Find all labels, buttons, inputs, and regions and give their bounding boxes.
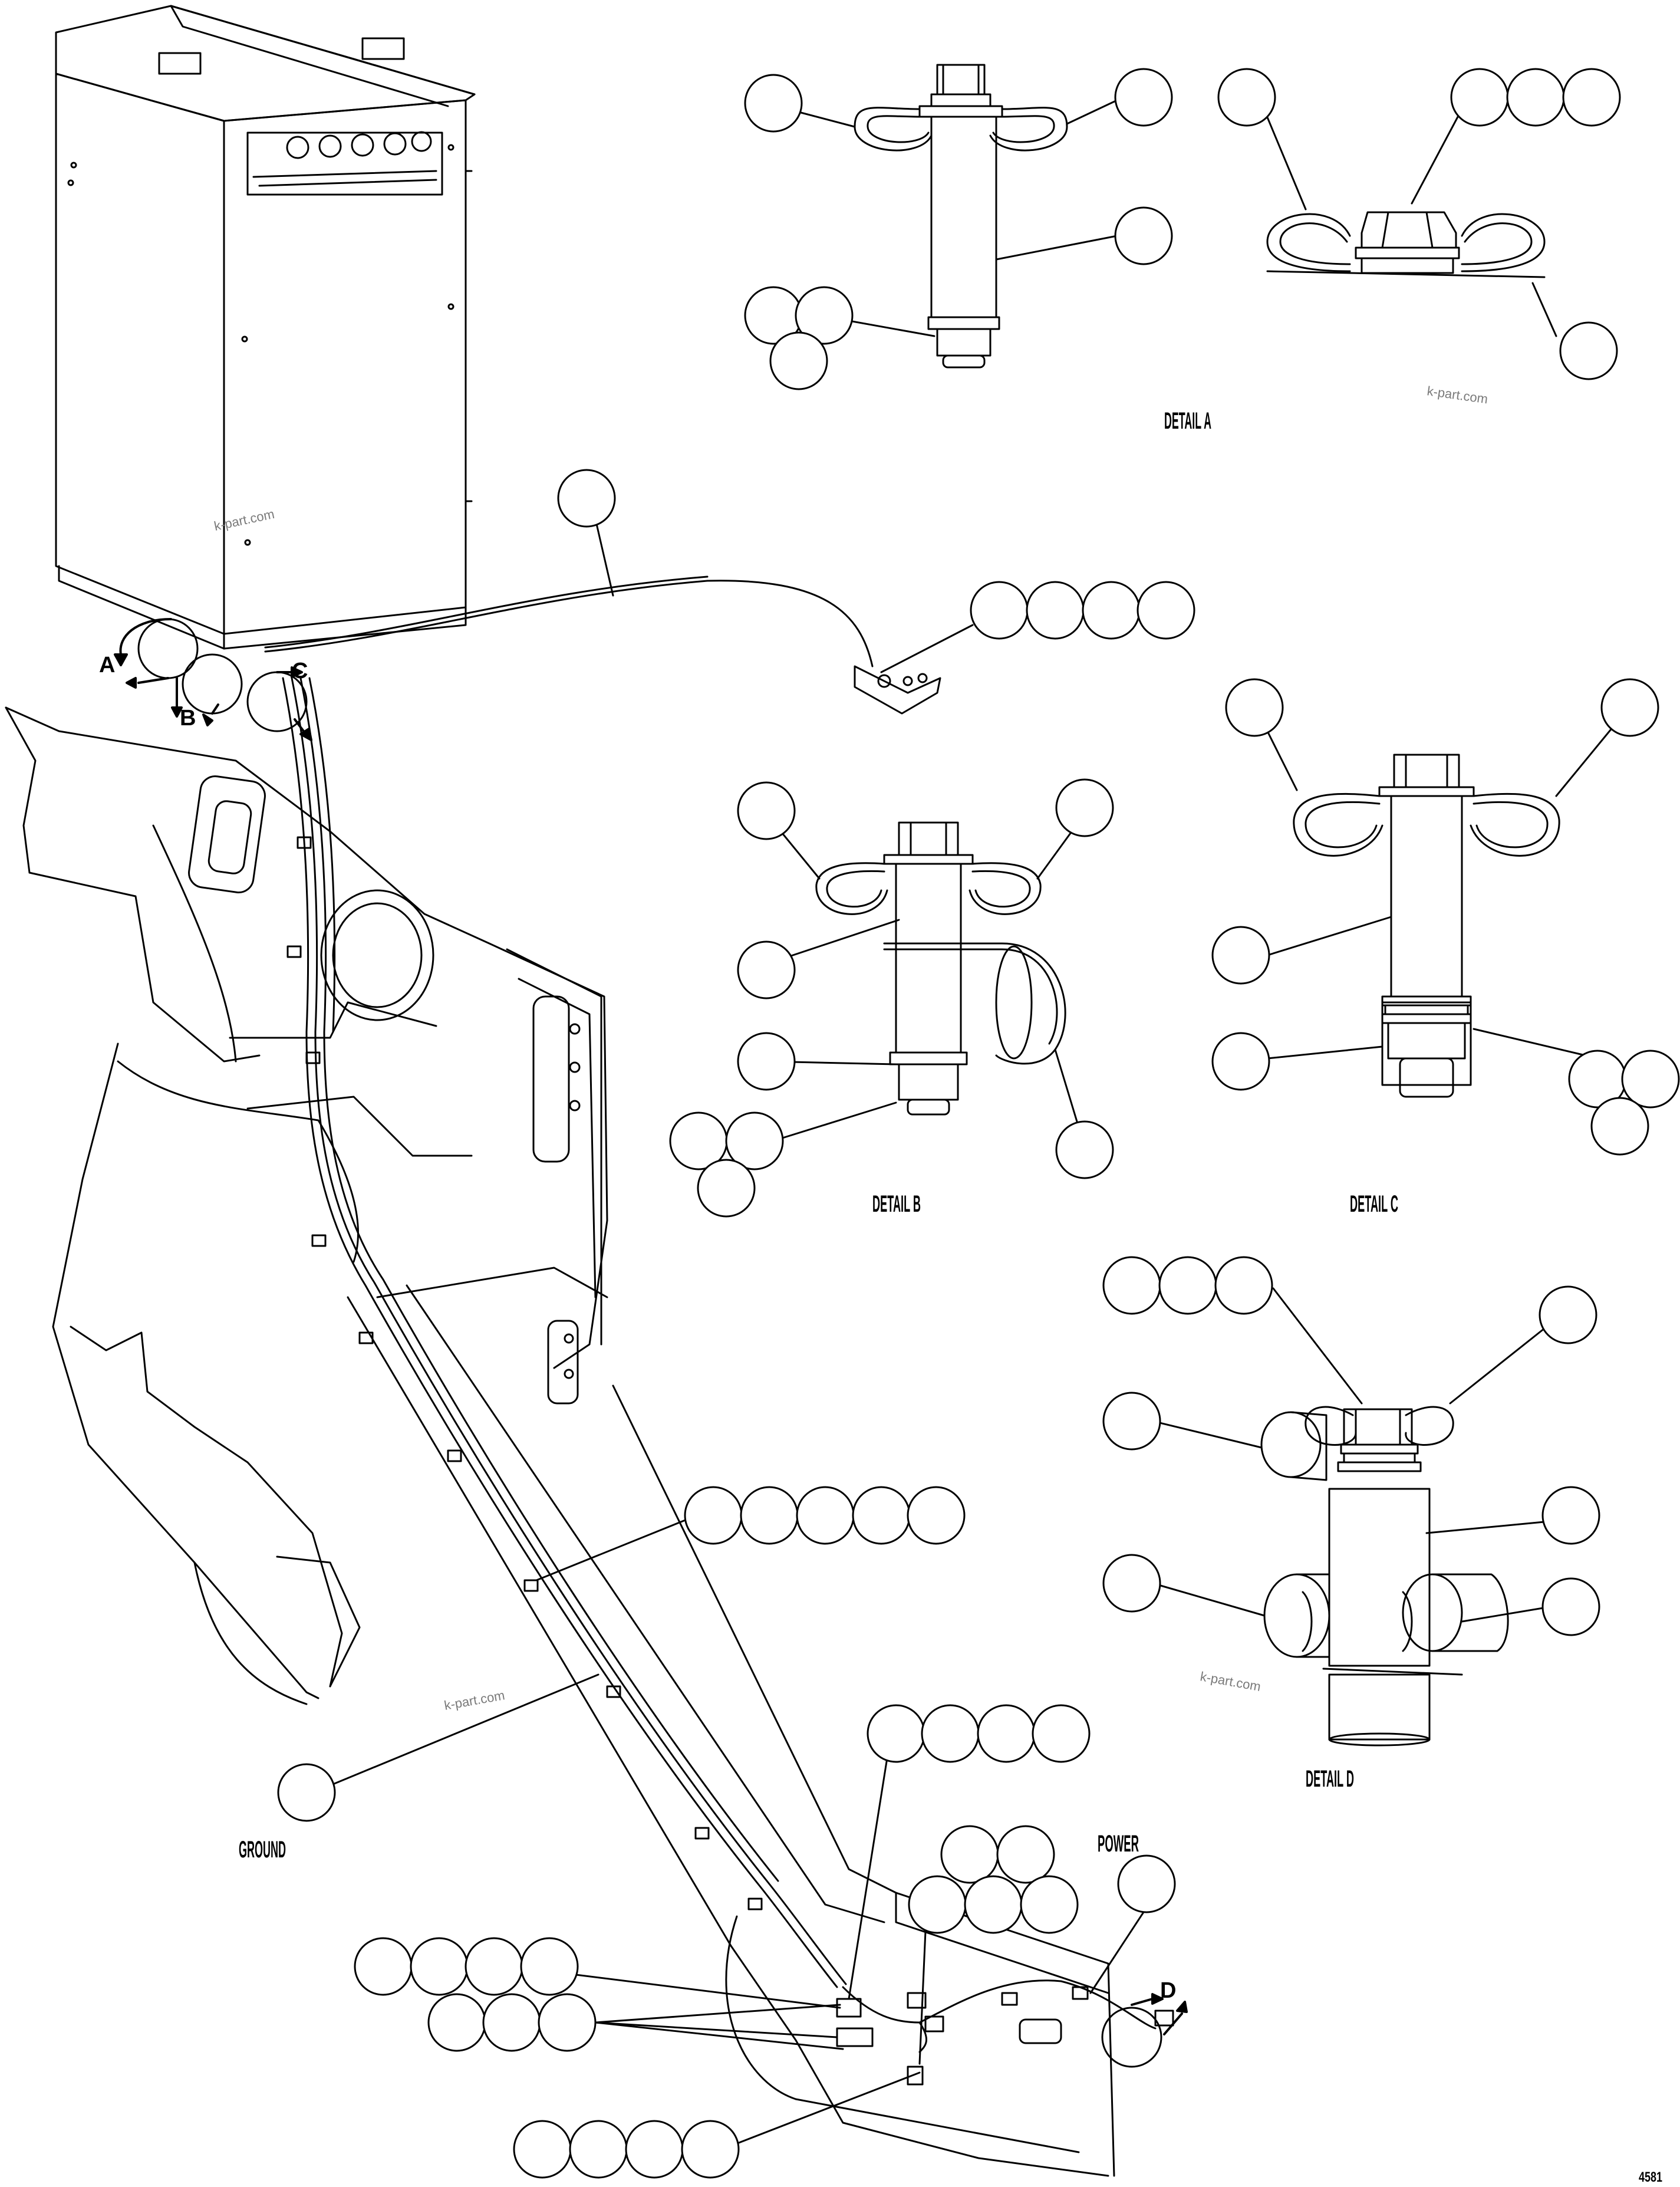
electrical-cabinet (55, 5, 476, 650)
arrow-c-label: C (292, 659, 308, 683)
detail-c-bolt-clamp (1293, 754, 1560, 1098)
power-label: POWER (1098, 1831, 1139, 1857)
detail-d-double-clamp (1260, 1406, 1509, 1747)
watermark-3: k-part.com (1199, 1669, 1262, 1694)
arrow-a-label: A (99, 653, 115, 678)
watermark-4: k-part.com (443, 1688, 506, 1713)
cable-harness (282, 677, 1174, 2086)
detail-a-bolt-clamp (854, 64, 1068, 369)
detail-a-nut-clip (1266, 211, 1546, 278)
arrow-b-label: B (180, 706, 196, 731)
watermark-1: k-part.com (1426, 383, 1488, 406)
detail-b-label: DETAIL B (872, 1191, 921, 1217)
detail-d-label: DETAIL D (1306, 1766, 1354, 1792)
long-beam (347, 1284, 1115, 2177)
arrow-d-label: D (1160, 1978, 1176, 2003)
leader-lines (326, 99, 1625, 2150)
cable-to-junction (264, 575, 941, 715)
ground-label: GROUND (239, 1837, 286, 1863)
detail-arrows (114, 618, 1188, 2035)
detail-b-bolt-clamp (815, 821, 1066, 1116)
watermark-2: k-part.com (213, 507, 276, 534)
machine-frame (5, 706, 608, 1705)
detail-a-label: DETAIL A (1164, 408, 1211, 434)
sheet-code: 4581 (1639, 2169, 1662, 2185)
callout-balloons (277, 68, 1680, 2179)
detail-c-label: DETAIL C (1350, 1191, 1398, 1217)
